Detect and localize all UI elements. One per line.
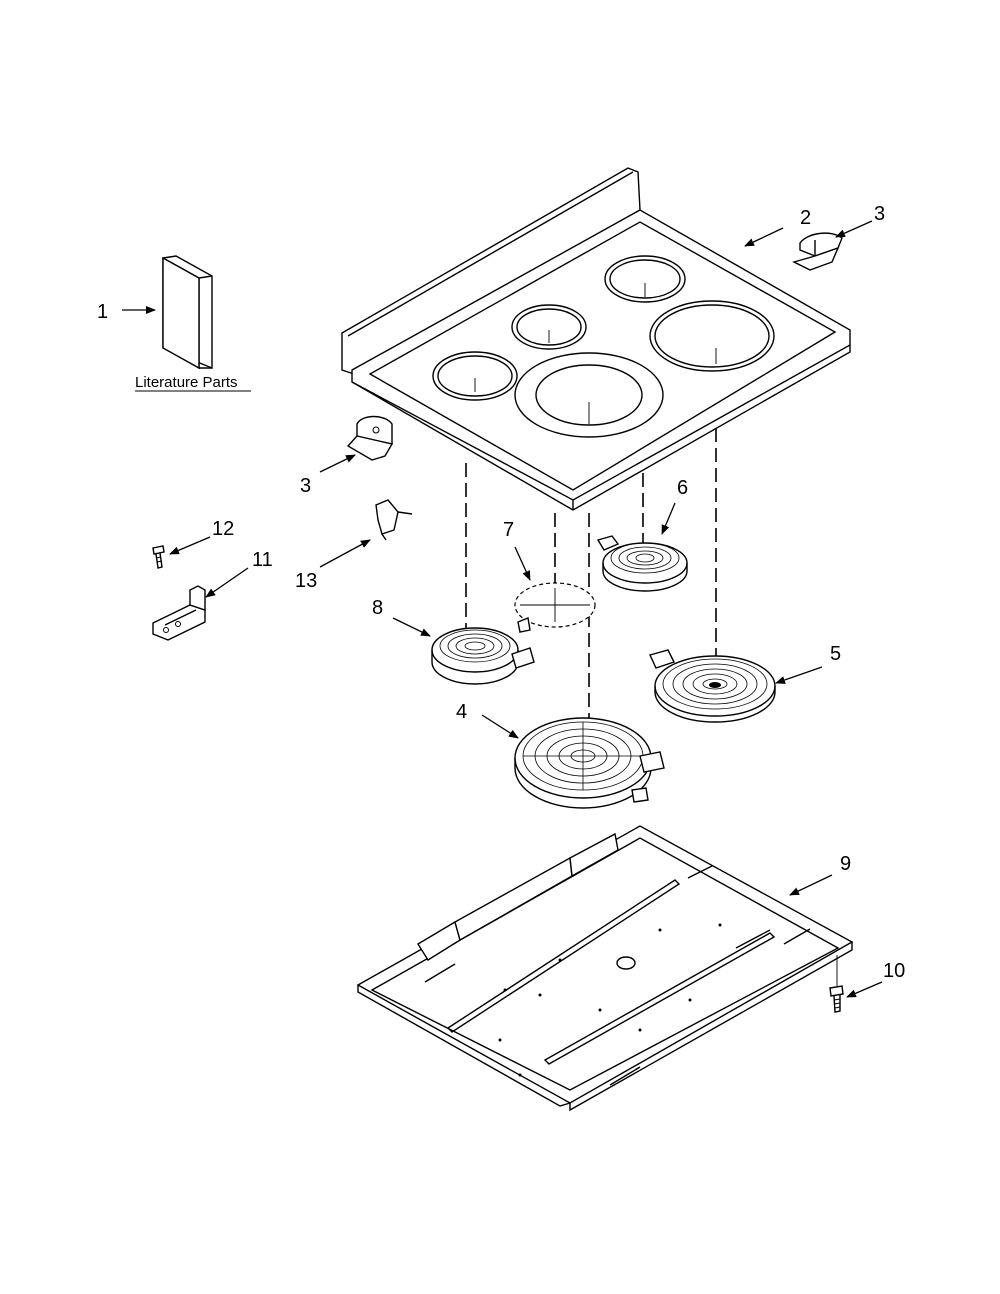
literature-caption: Literature Parts: [135, 374, 238, 391]
callout-13: 13: [295, 570, 317, 592]
radiant-surface-disc: [514, 582, 596, 633]
callout-8: 8: [372, 597, 383, 619]
callout-12: 12: [212, 518, 234, 540]
callout-5: 5: [830, 643, 841, 665]
surface-element-large-center: [514, 717, 665, 809]
surface-element-small-left: [431, 627, 535, 685]
callout-11: 11: [252, 549, 273, 571]
surface-element-large-right: [649, 649, 776, 723]
callout-7: 7: [503, 519, 514, 541]
surface-element-small-right: [596, 535, 688, 592]
end-cap-bracket-left: [346, 415, 394, 461]
wire-clip: [375, 499, 413, 541]
callout-6: 6: [677, 477, 688, 499]
callout-9: 9: [840, 853, 851, 875]
small-screw: [152, 545, 165, 569]
mounting-screw: [829, 955, 844, 1013]
callout-4: 4: [456, 701, 467, 723]
callout-1: 1: [97, 301, 108, 323]
cooktop-main-top: [341, 167, 851, 511]
callout-2: 2: [800, 207, 811, 229]
literature-booklet: [162, 255, 213, 370]
callout-10: 10: [883, 960, 905, 982]
burner-box-bottom-panel: [356, 825, 854, 1112]
end-cap-bracket-right: [792, 232, 843, 271]
callout-3-top: 3: [874, 203, 885, 225]
terminal-block: [152, 585, 206, 641]
callout-3-bottom: 3: [300, 475, 311, 497]
